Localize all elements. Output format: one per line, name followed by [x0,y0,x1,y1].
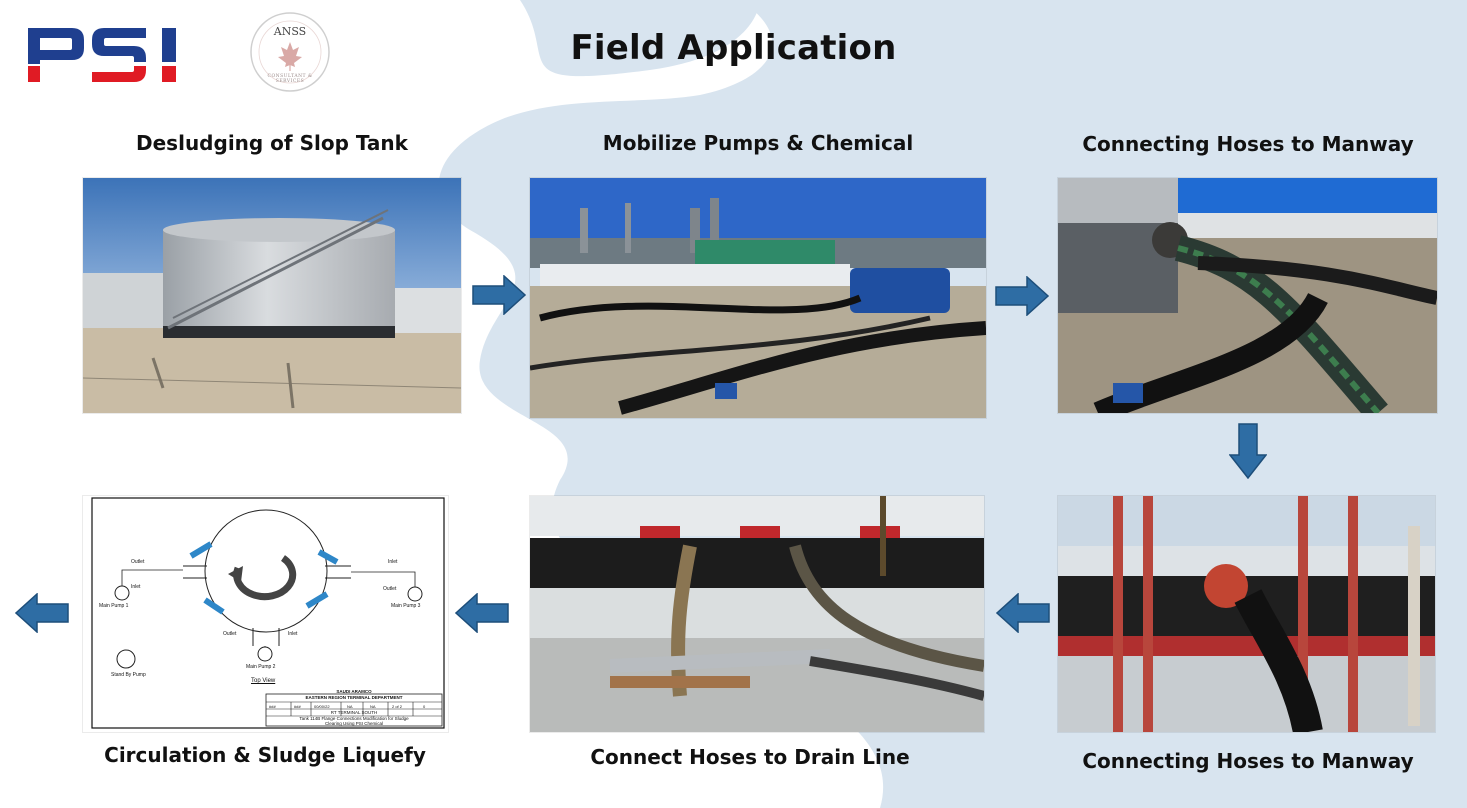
diagram-title-cell: 2 of 2 [392,704,403,709]
diagram-outlet-2: Outlet [223,631,237,637]
arrow-left-icon [996,593,1050,633]
diagram-inlet-1: Inlet [131,584,141,590]
diagram-title-cell: 00/00/22 [314,704,330,709]
diagram-inlet-3: Inlet [388,559,398,565]
diagram-title-desc1: Tank 114B Flange Connections Modificatio… [299,716,409,721]
diagram-title-dept: EASTERN REGION TERMINAL DEPARTMENT [305,695,403,700]
diagram-title-company: SAUDI ARAMCO [336,689,372,694]
photo-slop-tank [83,178,461,413]
arrow-down-icon [1229,423,1267,479]
arrow-left-icon [15,593,69,633]
diagram-outlet-1: Outlet [131,559,145,565]
arrow-left-icon [455,593,509,633]
anss-logo-ring-text: CONSULTANT & SERVICES [267,74,313,84]
caption-circulation: Circulation & Sludge Liquefy [104,743,426,767]
diagram-title-cell: ### [269,704,276,709]
arrow-right-icon [472,275,526,315]
anss-logo: ANSS CONSULTANT & SERVICES [248,12,332,97]
photo-pumps-chemical [530,178,986,418]
anss-logo-text: ANSS [273,25,307,38]
diagram-standby-pump: Stand By Pump [111,672,146,678]
diagram-outlet-3: Outlet [383,586,397,592]
diagram-title-desc2: Clearing Using PSI Chemical [324,721,384,726]
caption-drain-line: Connect Hoses to Drain Line [590,745,910,769]
diagram-inlet-2: Inlet [288,631,298,637]
diagram-main-pump-2: Main Pump 2 [246,664,276,670]
arrow-right-icon [995,276,1049,316]
diagram-title-terminal: RT TERMINAL SOUTH [330,710,378,715]
diagram-title-cell: 0 [423,704,426,709]
caption-desludging: Desludging of Slop Tank [136,131,408,155]
photo-drain-line [530,496,984,732]
circulation-diagram: Outlet Inlet Main Pump 1 Outlet Inlet Ma… [83,496,448,732]
page-title: Field Application [570,28,897,68]
photo-connecting-hoses-top [1058,178,1437,413]
diagram-title-cell: NA [347,704,353,709]
diagram-title-cell: NA [370,704,376,709]
diagram-title-cell: ### [294,704,301,709]
caption-mobilize: Mobilize Pumps & Chemical [602,131,914,155]
diagram-top-view: Top View [251,678,276,684]
photo-connecting-hoses-bottom [1058,496,1435,732]
caption-connecting-2: Connecting Hoses to Manway [1082,749,1414,773]
diagram-main-pump-3: Main Pump 3 [391,603,421,609]
caption-connecting-1: Connecting Hoses to Manway [1082,132,1414,156]
psi-logo [26,22,188,89]
diagram-main-pump-1: Main Pump 1 [99,603,129,609]
